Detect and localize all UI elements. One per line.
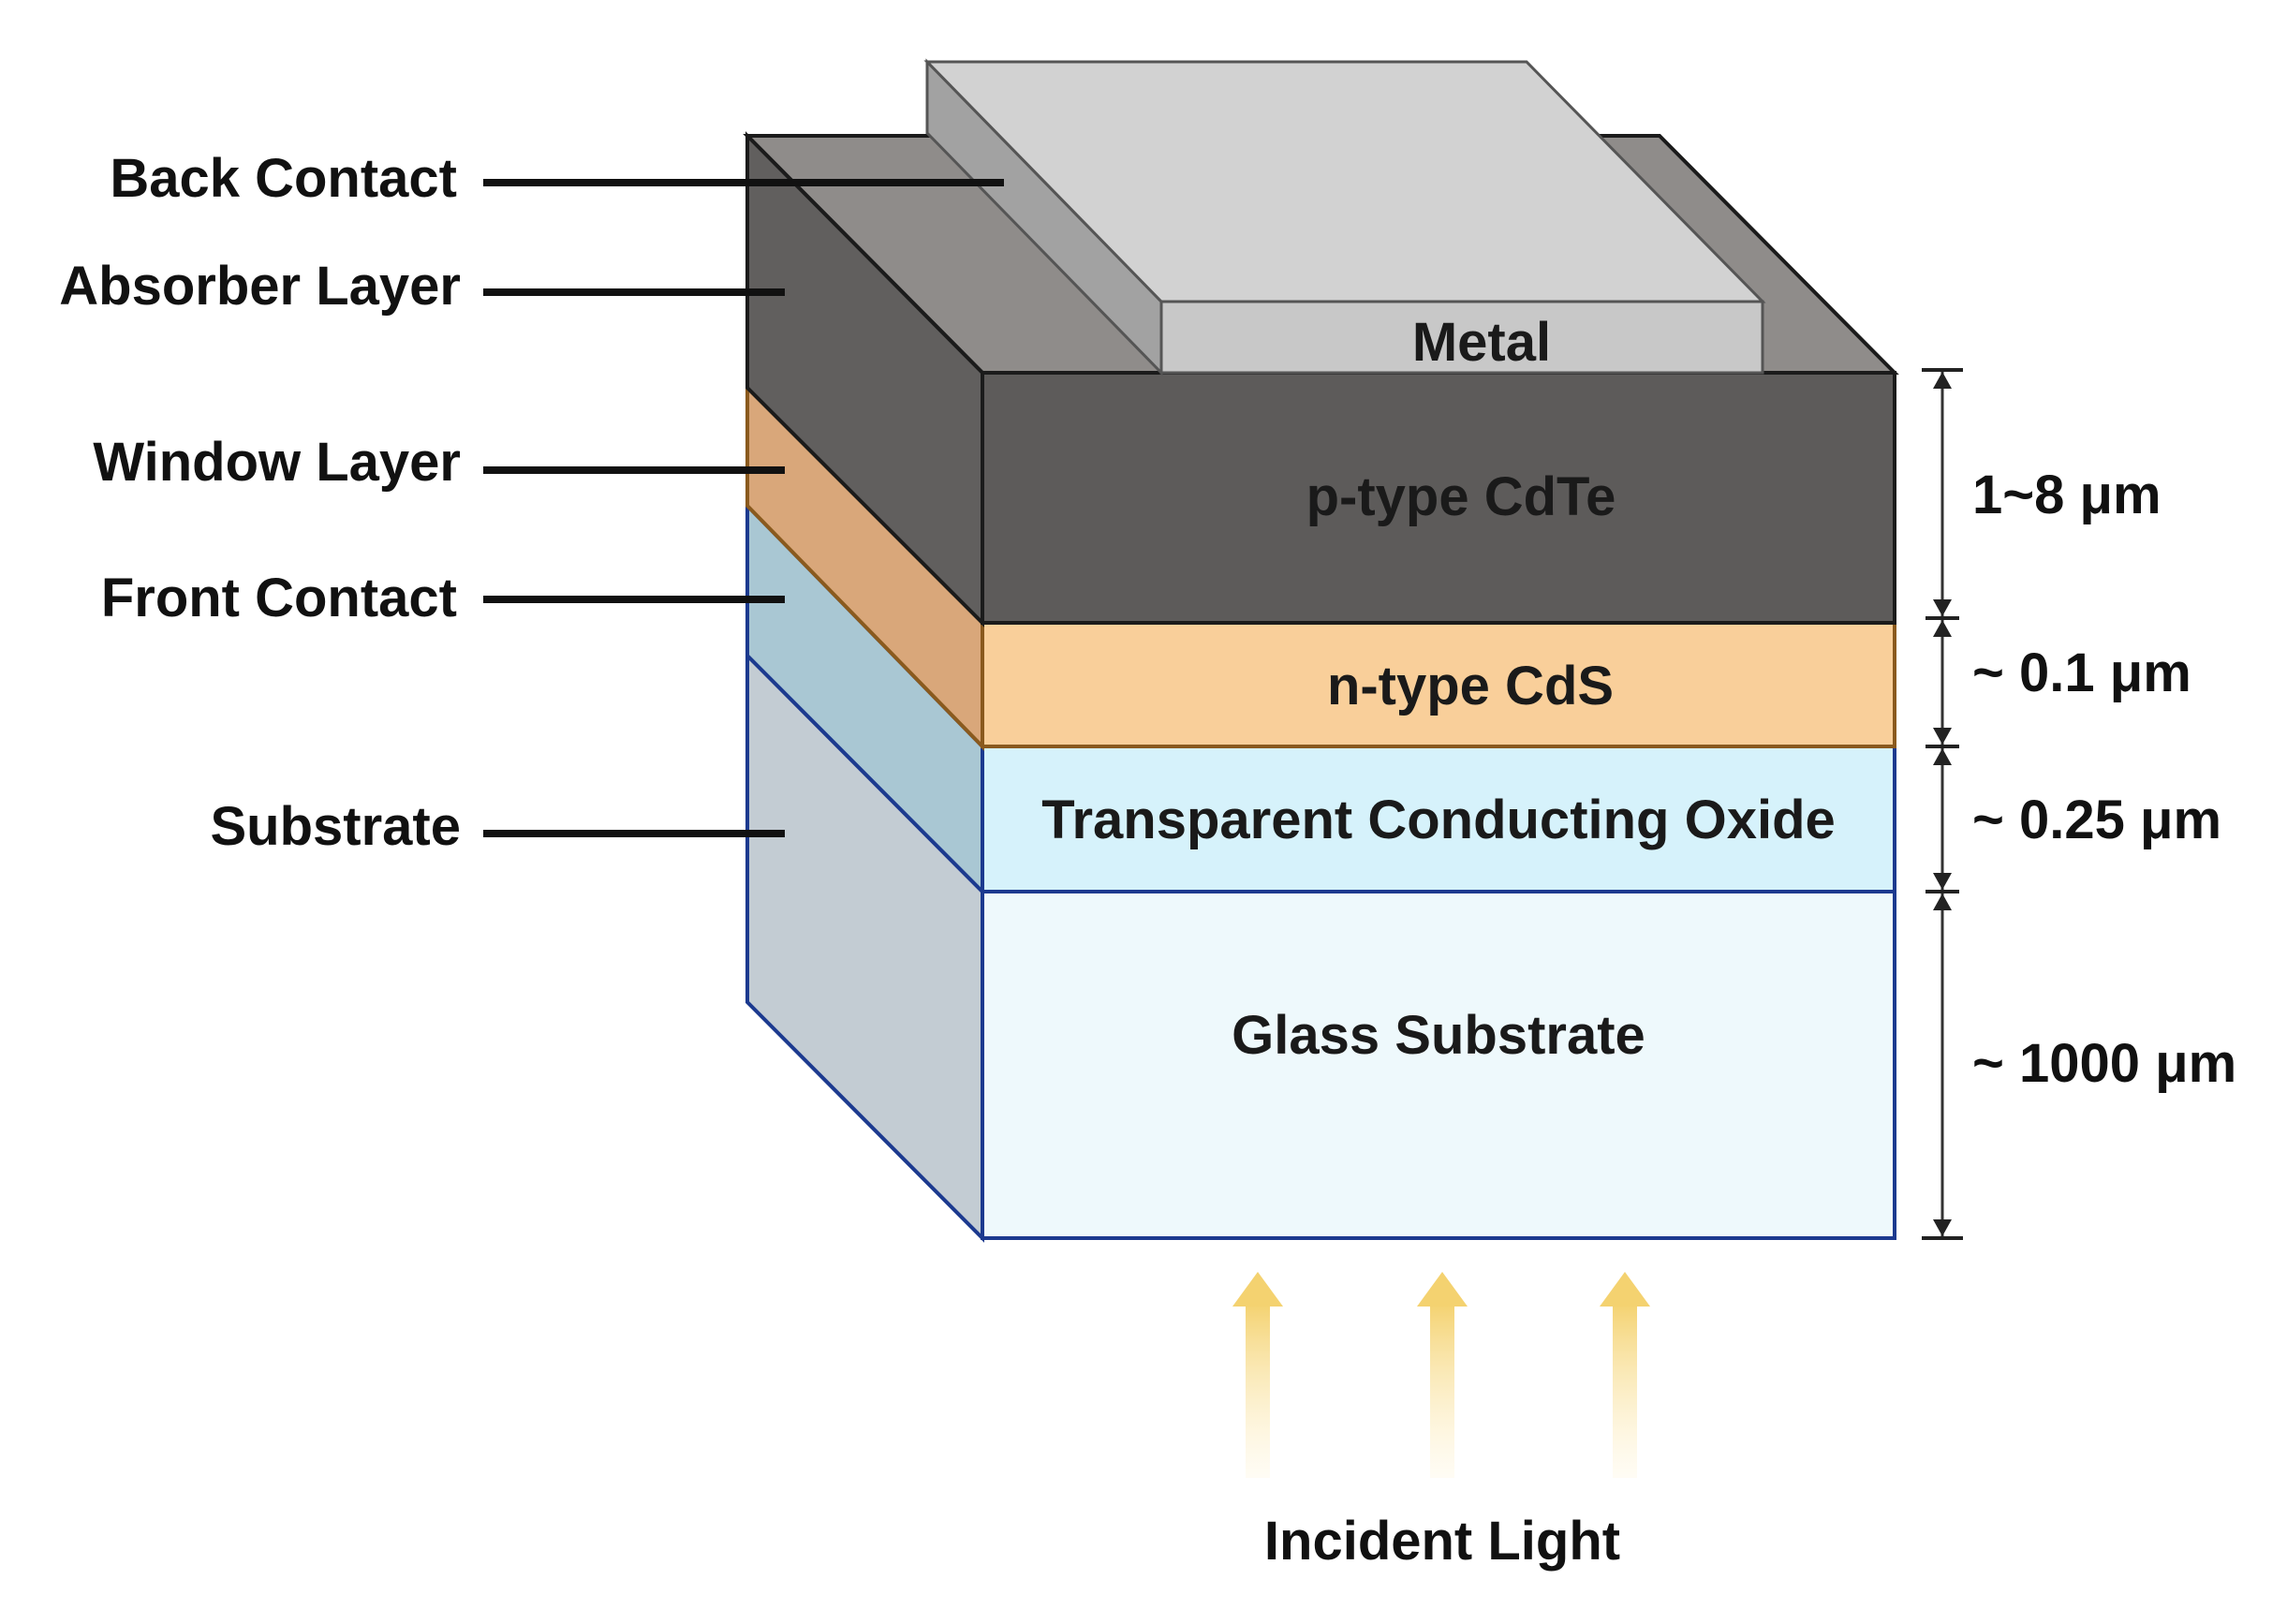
thickness-dimensions: 1~8 μm ~ 0.1 μm ~ 0.25 μm ~ 1000 μm bbox=[1922, 368, 2236, 1240]
substrate-label: Substrate bbox=[210, 796, 461, 857]
left-labels: Back Contact Absorber Layer Window Layer… bbox=[59, 148, 1004, 857]
absorber-layer-label: Absorber Layer bbox=[59, 256, 461, 317]
window-layer-label: Window Layer bbox=[93, 432, 461, 493]
metal-label: Metal bbox=[1412, 312, 1551, 373]
cds-label: n-type CdS bbox=[1327, 656, 1614, 716]
tco-front-face bbox=[981, 745, 1896, 893]
incident-light-label: Incident Light bbox=[1264, 1511, 1620, 1572]
metal-contact: Metal bbox=[923, 58, 1766, 376]
glass-front-face bbox=[981, 890, 1896, 1240]
tco-label: Transparent Conducting Oxide bbox=[1041, 790, 1836, 850]
glass-substrate-label: Glass Substrate bbox=[1232, 1005, 1645, 1066]
light-arrow-icon bbox=[1417, 1272, 1468, 1478]
tco-thickness-label: ~ 0.25 μm bbox=[1972, 790, 2221, 850]
incident-light: Incident Light bbox=[1232, 1272, 1650, 1572]
back-contact-label: Back Contact bbox=[110, 148, 457, 209]
glass-thickness-label: ~ 1000 μm bbox=[1972, 1033, 2236, 1094]
cdte-label: p-type CdTe bbox=[1306, 466, 1616, 527]
metal-front-face bbox=[1159, 300, 1764, 375]
light-arrow-icon bbox=[1232, 1272, 1283, 1478]
front-contact-label: Front Contact bbox=[101, 568, 457, 628]
cds-thickness-label: ~ 0.1 μm bbox=[1972, 642, 2191, 703]
cdte-thickness-label: 1~8 μm bbox=[1972, 465, 2162, 525]
light-arrow-icon bbox=[1600, 1272, 1650, 1478]
tco-layer: Transparent Conducting Oxide bbox=[745, 501, 1896, 896]
glass-substrate-layer: Glass Substrate bbox=[745, 651, 1896, 1243]
